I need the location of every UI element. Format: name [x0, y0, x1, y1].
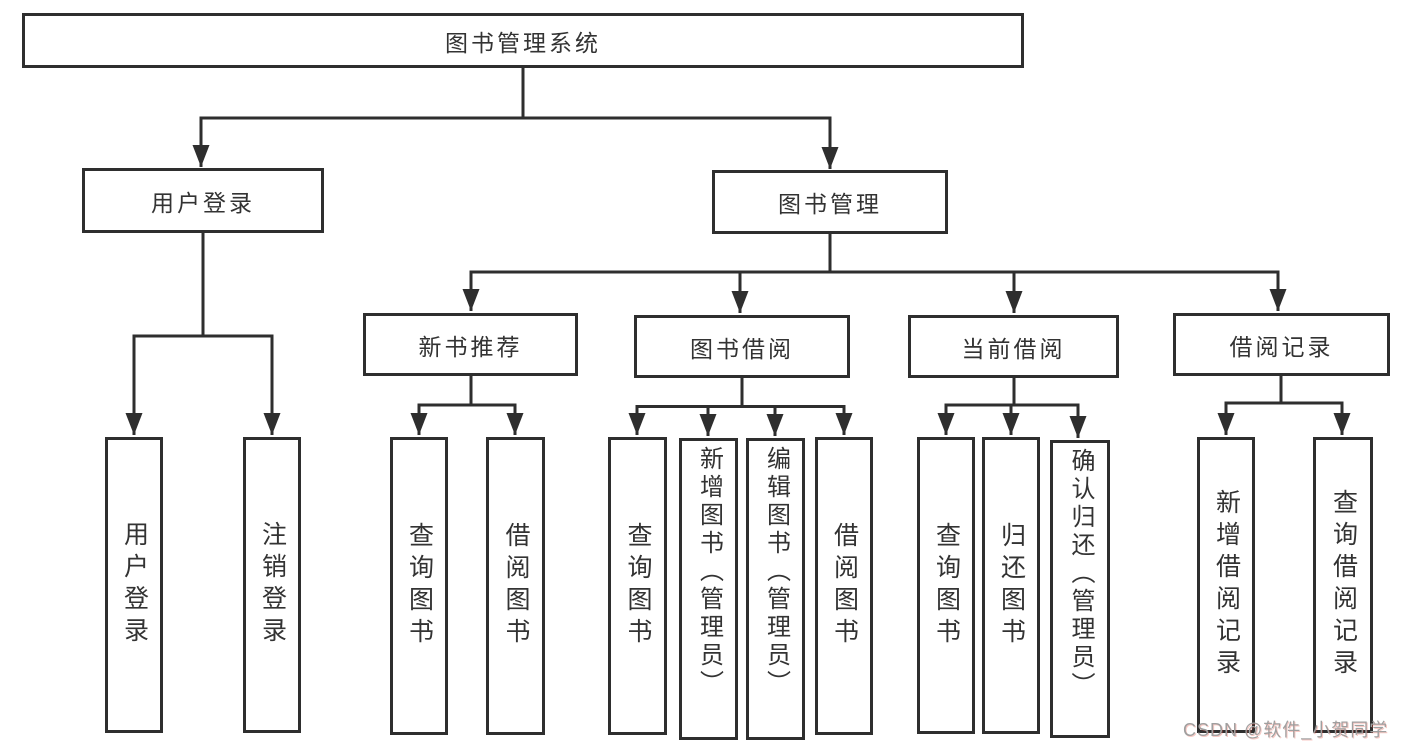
leaf-query-books-current: 查询图书: [917, 437, 975, 734]
leaf-borrow-books-recommend: 借阅图书: [486, 437, 545, 735]
leaf-user-login: 用户登录: [105, 437, 163, 733]
leaf-query-books-recommend: 查询图书: [390, 437, 448, 735]
node-current-borrowing: 当前借阅: [908, 315, 1119, 378]
node-book-management: 图书管理: [712, 170, 948, 234]
node-borrowing-records: 借阅记录: [1173, 313, 1390, 376]
leaf-add-borrow-record: 新增借阅记录: [1197, 437, 1255, 733]
leaf-logout: 注销登录: [243, 437, 301, 733]
leaf-query-borrow-record: 查询借阅记录: [1313, 437, 1373, 733]
node-user-login: 用户登录: [82, 168, 324, 233]
csdn-watermark: CSDN @软件_小贺同学: [1183, 720, 1389, 740]
leaf-edit-books-admin: 编辑图书（管理员）: [746, 438, 805, 740]
node-book-borrowing: 图书借阅: [634, 315, 850, 378]
node-new-book-recommendation: 新书推荐: [363, 313, 578, 376]
leaf-confirm-return-admin: 确认归还（管理员）: [1050, 440, 1110, 738]
leaf-query-books-borrowing: 查询图书: [608, 437, 667, 735]
leaf-borrow-books: 借阅图书: [815, 437, 873, 735]
node-library-management-system: 图书管理系统: [22, 13, 1024, 68]
leaf-add-books-admin: 新增图书（管理员）: [679, 438, 738, 740]
leaf-return-books: 归还图书: [982, 437, 1040, 734]
